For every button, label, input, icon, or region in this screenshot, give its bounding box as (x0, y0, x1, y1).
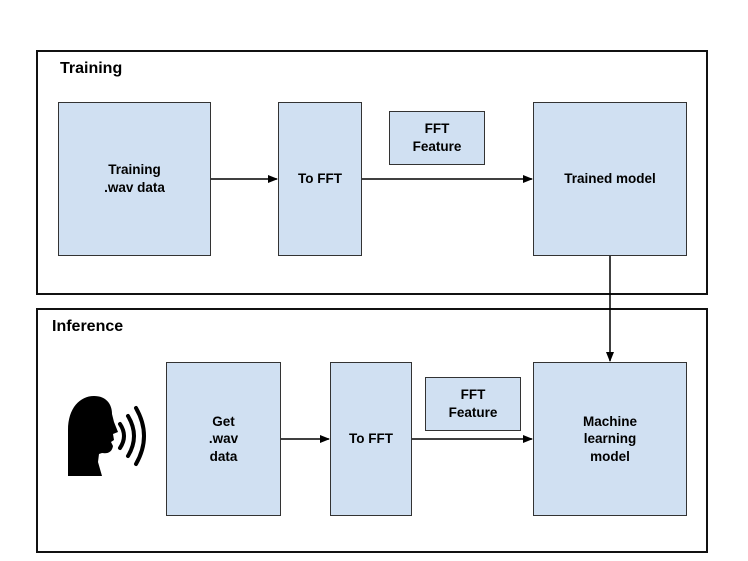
sound-wave-2 (126, 414, 136, 458)
machine-learning-model-node: Machine learning model (533, 362, 687, 516)
training-to-fft-node: To FFT (278, 102, 362, 256)
head-silhouette (68, 396, 118, 476)
inference-to-fft-node: To FFT (330, 362, 412, 516)
inference-get-wav-data-node: Get .wav data (166, 362, 281, 516)
sound-wave-3 (134, 406, 146, 466)
trained-model-node: Trained model (533, 102, 687, 256)
speaking-head-icon (62, 392, 152, 478)
training-panel-title: Training (60, 60, 123, 77)
training-wav-data-node: Training .wav data (58, 102, 211, 256)
training-fft-feature-node: FFT Feature (389, 111, 485, 165)
sound-wave-1 (118, 422, 126, 450)
inference-panel-title: Inference (52, 318, 124, 335)
inference-fft-feature-node: FFT Feature (425, 377, 521, 431)
speaking-head-icon-svg (68, 396, 146, 476)
